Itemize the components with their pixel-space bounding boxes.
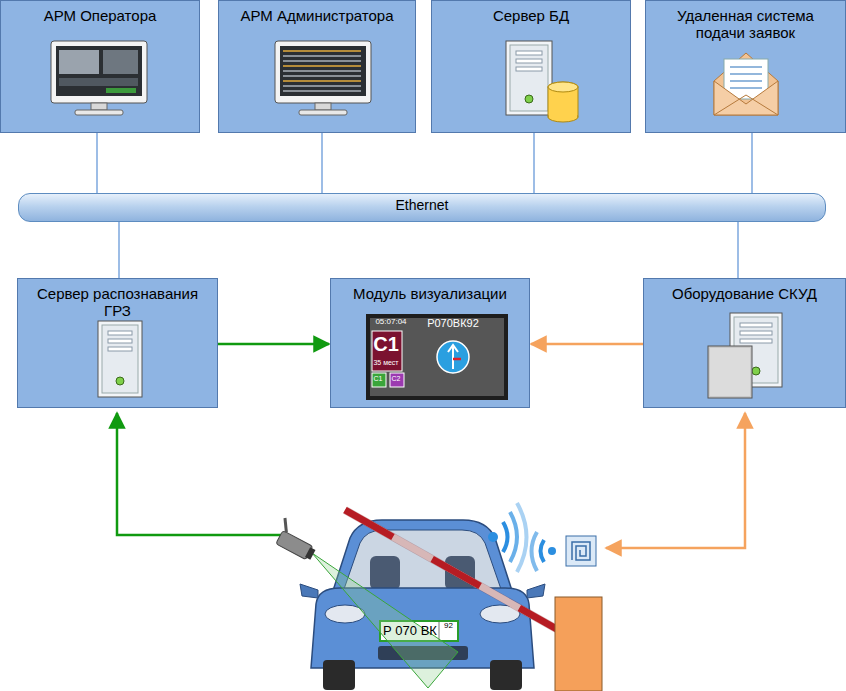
system-box: Сервер БД xyxy=(431,0,631,133)
network-link xyxy=(118,222,120,278)
network-link xyxy=(751,133,753,193)
system-box: Модуль визуализации xyxy=(330,278,530,408)
system-box: Оборудование СКУД xyxy=(643,278,846,408)
box-title: АРМ Оператора xyxy=(5,1,195,24)
camera-view xyxy=(312,553,458,688)
plate-region: 92 xyxy=(440,622,457,631)
network-link xyxy=(737,222,739,278)
data-flow-arrow xyxy=(218,343,329,346)
reader-link xyxy=(606,413,745,548)
box-title: Оборудование СКУД xyxy=(647,279,842,302)
system-box: АРМ Администратора xyxy=(218,0,416,133)
plate-number: Р 070 ВК xyxy=(381,624,439,638)
network-link xyxy=(533,133,535,193)
system-box: Удаленная система подачи заявок xyxy=(645,0,846,133)
camera-link xyxy=(117,413,282,535)
network-link xyxy=(96,133,98,193)
system-box: АРМ Оператора xyxy=(0,0,200,133)
barrier xyxy=(345,510,602,691)
box-title: Сервер БД xyxy=(436,1,626,24)
box-title: АРМ Администратора xyxy=(222,1,412,24)
box-title: Сервер распознавания ГРЗ xyxy=(25,279,210,319)
rfid-reader xyxy=(488,503,596,572)
box-title: Удаленная система подачи заявок xyxy=(666,1,826,41)
bus-label: Ethernet xyxy=(322,194,522,216)
system-box: Сервер распознавания ГРЗ xyxy=(17,278,218,408)
data-flow-arrow xyxy=(531,343,643,346)
network-bus: Ethernet xyxy=(18,193,826,222)
box-title: Модуль визуализации xyxy=(335,279,525,302)
network-link xyxy=(321,133,323,193)
camera xyxy=(272,518,322,562)
